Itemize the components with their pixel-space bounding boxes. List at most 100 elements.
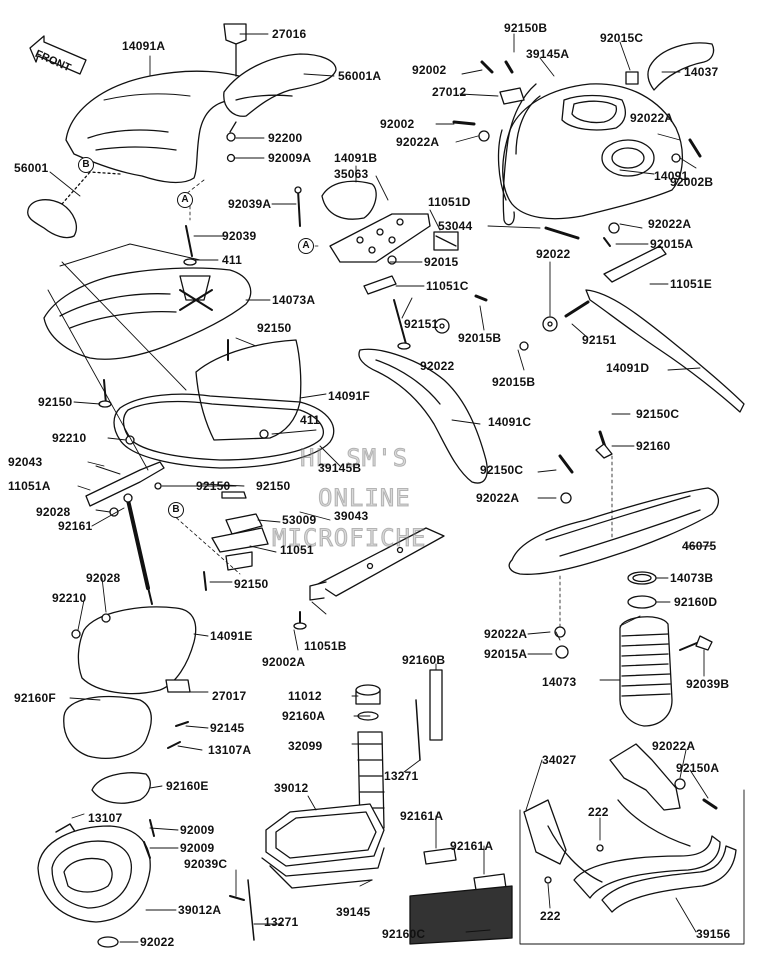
console-14091 [502, 83, 684, 220]
part-number-label: 92160C [382, 927, 426, 941]
bracket-35063 [329, 213, 431, 263]
seal-39145b [113, 393, 335, 469]
part-number-label: 27016 [272, 27, 307, 41]
part-number-label: 53009 [282, 513, 317, 527]
callout-b: B [78, 157, 94, 173]
part-number-label: 92002 [380, 117, 415, 131]
part-number-label: 14091C [488, 415, 532, 429]
part-number-label: 92015 [424, 255, 459, 269]
part-number-label: 92043 [8, 455, 43, 469]
part-number-label: 92015A [650, 237, 694, 251]
part-number-label: 39145B [318, 461, 362, 475]
part-number-label: 92151 [404, 317, 439, 331]
callout-a: A [177, 192, 193, 208]
part-number-label: 92161 [58, 519, 93, 533]
part-number-label: 92150C [480, 463, 524, 477]
part-number-label: 92160B [402, 653, 446, 667]
part-number-label: 92160E [166, 779, 209, 793]
part-number-label: 92009 [180, 841, 215, 855]
panel-14091c [358, 348, 488, 484]
part-number-label: 14091A [122, 39, 166, 53]
part-number-label: 92022A [484, 627, 528, 641]
part-number-label: 92150C [636, 407, 680, 421]
part-number-label: 92022A [476, 491, 520, 505]
part-number-label: 14091E [210, 629, 253, 643]
part-number-label: 14091F [328, 389, 370, 403]
part-number-label: 32099 [288, 739, 323, 753]
part-number-label: 92160F [14, 691, 56, 705]
part-number-label: 27017 [212, 689, 247, 703]
part-number-label: 92009A [268, 151, 312, 165]
pad-14091b [321, 180, 377, 220]
part-number-label: 92150B [504, 21, 548, 35]
part-number-label: 411 [300, 413, 320, 427]
frame-34027 [609, 743, 681, 811]
part-number-label: 39145 [336, 905, 371, 919]
part-number-label: 92150 [257, 321, 292, 335]
part-number-label: 11051B [304, 639, 347, 653]
part-number-label: 92150A [676, 761, 720, 775]
front-arrow-icon [29, 35, 87, 75]
callout-b: B [168, 502, 184, 518]
part-number-label: 92210 [52, 591, 87, 605]
latch-53009 [225, 513, 263, 535]
part-number-label: 222 [588, 805, 609, 819]
part-number-label: 92028 [86, 571, 121, 585]
part-number-label: 11051 [280, 543, 314, 557]
part-number-label: 11051C [426, 279, 469, 293]
lid-14091e [77, 606, 197, 695]
part-number-label: 13271 [384, 769, 419, 783]
part-number-label: 92145 [210, 721, 245, 735]
clip-27016 [223, 23, 247, 45]
part-number-label: 14037 [684, 65, 719, 79]
part-number-label: 92160A [282, 709, 326, 723]
part-number-label: 34027 [542, 753, 577, 767]
part-number-label: 92015A [484, 647, 528, 661]
part-number-label: 92022A [630, 111, 674, 125]
part-number-label: 92039 [222, 229, 257, 243]
part-number-label: 92151 [582, 333, 617, 347]
part-number-label: 27012 [432, 85, 467, 99]
part-number-label: 11012 [288, 689, 322, 703]
part-number-label: 39043 [334, 509, 369, 523]
housing-14073a [43, 267, 252, 360]
part-number-label: 11051A [8, 479, 51, 493]
part-number-label: 46075 [682, 539, 717, 553]
part-number-label: 92002B [670, 175, 714, 189]
part-number-label: 92009 [180, 823, 215, 837]
part-number-label: 92022A [648, 217, 692, 231]
part-number-label: 39145A [526, 47, 570, 61]
part-number-label: 92160D [674, 595, 718, 609]
part-number-label: 13271 [264, 915, 299, 929]
tray-39012 [265, 803, 385, 867]
part-number-label: 39012 [274, 781, 309, 795]
part-number-label: 14073 [542, 675, 577, 689]
part-number-label: 56001 [14, 161, 49, 175]
part-number-label: 13107 [88, 811, 123, 825]
part-number-label: 14091D [606, 361, 650, 375]
part-number-label: 11051E [670, 277, 712, 291]
bracket-11051a [85, 461, 165, 507]
part-number-label: 14073B [670, 571, 714, 585]
part-number-label: 92022 [140, 935, 175, 949]
part-number-label: 92039A [228, 197, 272, 211]
part-number-label: 39156 [696, 927, 731, 941]
part-number-label: 92002A [262, 655, 306, 669]
watermark: MICROFICHE [272, 524, 427, 553]
part-number-label: 92150 [234, 577, 269, 591]
part-number-label: 92015B [492, 375, 536, 389]
part-number-label: 92161A [450, 839, 494, 853]
part-number-label: 92150 [256, 479, 291, 493]
part-number-label: 92022 [420, 359, 455, 373]
pad-92160e [91, 772, 151, 804]
part-number-label: 35063 [334, 167, 369, 181]
callout-a: A [298, 238, 314, 254]
part-number-label: 92022A [396, 135, 440, 149]
part-number-label: 92039C [184, 857, 228, 871]
part-number-label: 411 [222, 253, 242, 267]
liner-14091f [195, 339, 302, 441]
part-number-label: 92022A [652, 739, 696, 753]
part-number-label: 14073A [272, 293, 316, 307]
part-number-label: 92002 [412, 63, 447, 77]
